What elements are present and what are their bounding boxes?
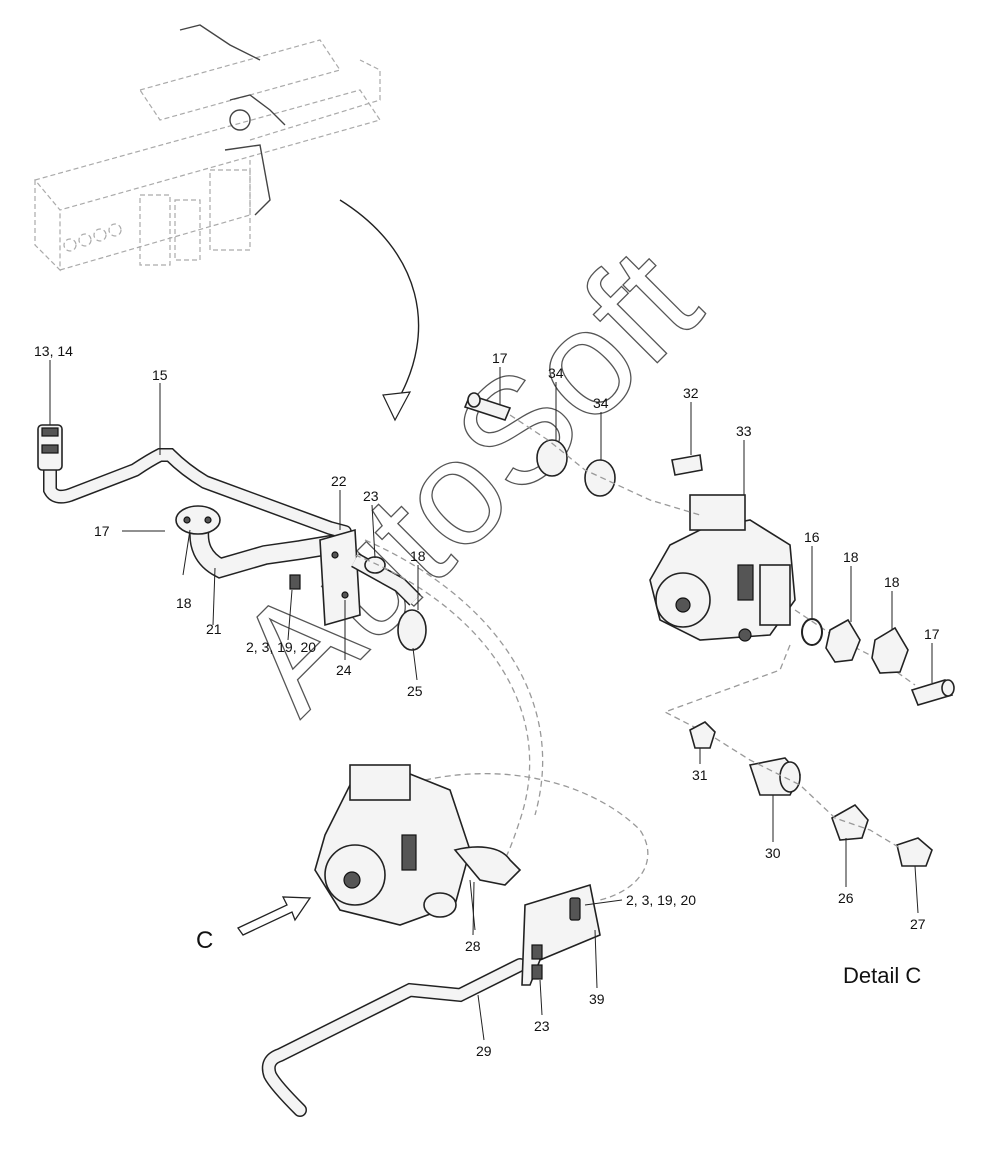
callout-16: 16 [804, 529, 820, 545]
callout-21: 21 [206, 621, 222, 637]
callout-39: 39 [589, 991, 605, 1007]
callout-24: 24 [336, 662, 352, 678]
callout-22: 22 [331, 473, 347, 489]
detail-c-parts [689, 721, 933, 867]
pipe-assembly-upper [37, 424, 427, 651]
view-c-label: C [196, 927, 213, 954]
callout-18-mid: 18 [410, 548, 426, 564]
callout-31: 31 [692, 767, 708, 783]
overview-arrow [339, 199, 420, 406]
callout-2-3-19-20-mid: 2, 3, 19, 20 [246, 639, 316, 655]
callout-23-low: 23 [534, 1018, 550, 1034]
leader-lines [49, 360, 933, 1041]
chassis-overview [33, 24, 381, 272]
callout-23-top: 23 [363, 488, 379, 504]
pipe-assembly-lower [261, 883, 601, 1117]
callout-32: 32 [683, 385, 699, 401]
callout-2-3-19-20-low: 2, 3, 19, 20 [626, 892, 696, 908]
callout-18-r1: 18 [843, 549, 859, 565]
callout-26: 26 [838, 890, 854, 906]
callout-17-right: 17 [924, 626, 940, 642]
view-c-arrow [237, 896, 312, 936]
callout-30: 30 [765, 845, 781, 861]
callout-28: 28 [465, 938, 481, 954]
callout-labels: 13, 14 15 17 18 21 2, 3, 19, 20 22 23 24… [34, 343, 940, 1059]
callout-18-left: 18 [176, 595, 192, 611]
callout-17-left: 17 [94, 523, 110, 539]
callout-13-14: 13, 14 [34, 343, 73, 359]
detail-c-title: Detail C [843, 963, 921, 988]
pump-exploded [463, 392, 955, 706]
callout-33: 33 [736, 423, 752, 439]
callout-17-top: 17 [492, 350, 508, 366]
callout-27: 27 [910, 916, 926, 932]
callout-25: 25 [407, 683, 423, 699]
callout-18-r2: 18 [884, 574, 900, 590]
pump-lower [314, 764, 522, 931]
callout-29: 29 [476, 1043, 492, 1059]
watermark: AutoSoft [204, 217, 730, 743]
callout-34-b: 34 [593, 395, 609, 411]
callout-34-a: 34 [548, 365, 564, 381]
callout-15: 15 [152, 367, 168, 383]
